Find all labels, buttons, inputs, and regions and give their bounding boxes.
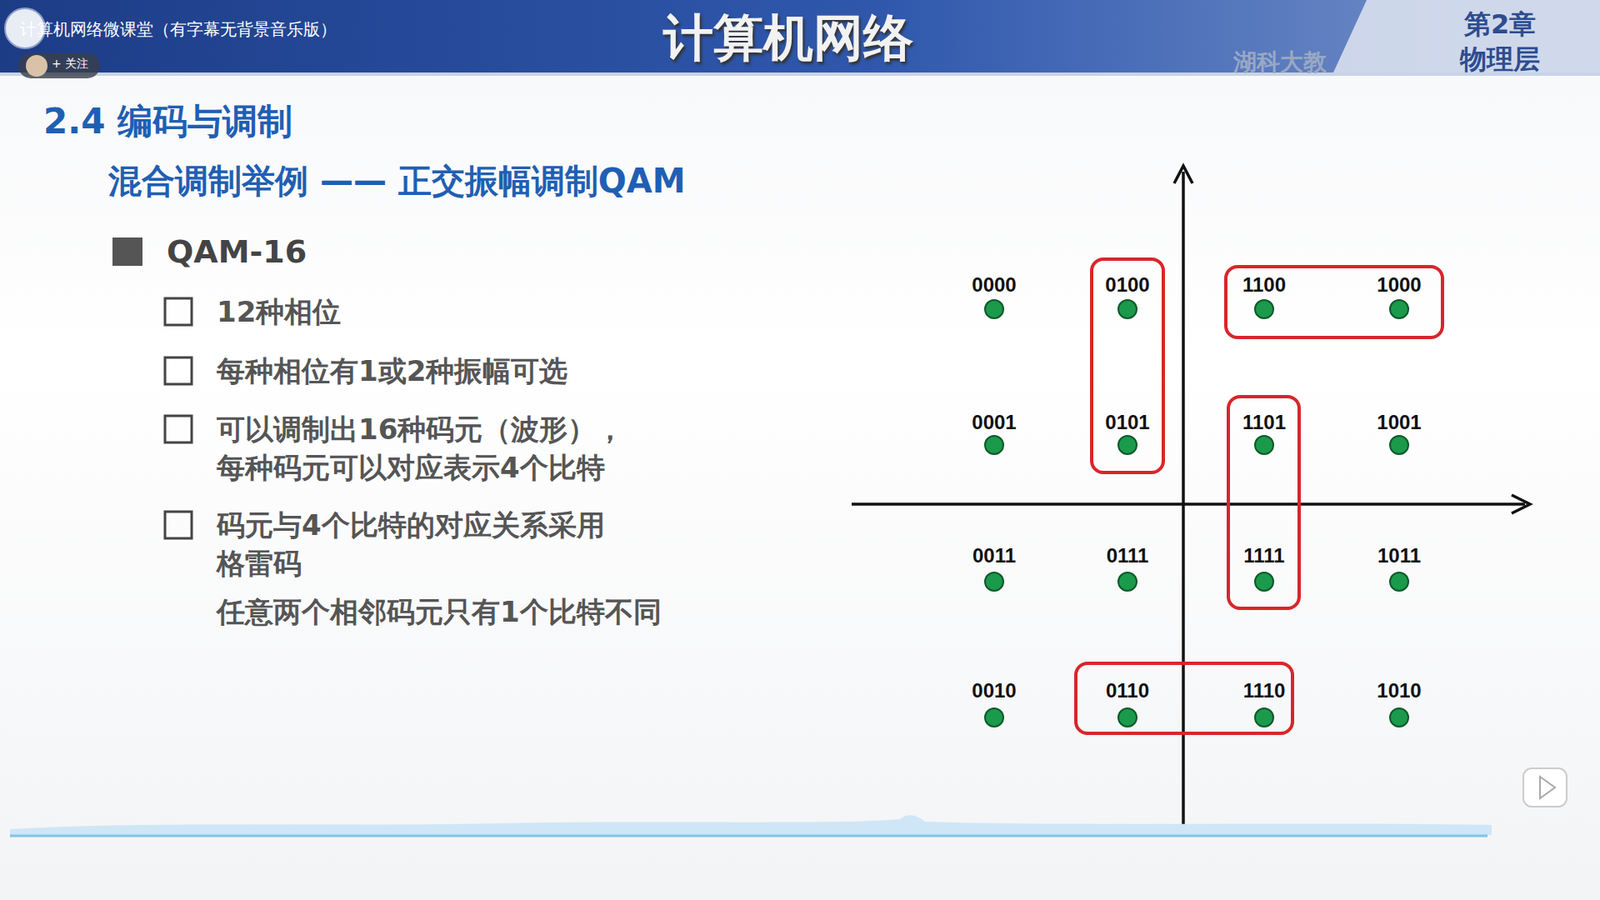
symbol-code: 0110 xyxy=(1105,679,1150,703)
video-title: 计算机网络微课堂（有字幕无背景音乐版） xyxy=(20,18,337,41)
symbol-code: 0001 xyxy=(971,410,1016,435)
symbol-code: 1100 xyxy=(1242,273,1286,297)
audio-waveform xyxy=(10,815,1492,835)
symbol-code: 0010 xyxy=(971,679,1016,703)
chapter-label: 物理层 xyxy=(1460,41,1540,79)
axis-arrow xyxy=(1511,495,1530,514)
group-box: 0110 1110 xyxy=(1074,661,1295,735)
symbol-code: 0100 xyxy=(1105,273,1150,297)
symbol-code: 1110 xyxy=(1243,679,1286,703)
progress-line xyxy=(10,835,1488,838)
bullet-item: 可以调制出16种码元（波形）， 每种码元可以对应表示4个比特 xyxy=(216,410,684,488)
group-box: 1100 1000 xyxy=(1224,265,1445,340)
group-box: 1101 1111 xyxy=(1226,395,1301,610)
slide-subtitle: 混合调制举例 —— 正交振幅调制QAM xyxy=(108,158,686,205)
checkbox xyxy=(165,298,192,325)
header-title: 计算机网络 xyxy=(663,5,914,73)
follow-label: + 关注 xyxy=(51,56,89,72)
symbol-code: 1111 xyxy=(1243,544,1285,568)
square-bullet xyxy=(112,237,143,266)
symbol-code: 1010 xyxy=(1376,679,1421,703)
symbol-code: 0011 xyxy=(972,544,1016,568)
follow-pill xyxy=(18,53,100,79)
play-icon xyxy=(1540,776,1555,799)
header-rule xyxy=(0,72,1600,76)
bullet-item: 码元与4个比特的对应关系采用 格雷码 xyxy=(216,506,684,584)
slide-heading: 2.4 编码与调制 xyxy=(43,98,293,145)
checkbox xyxy=(165,511,192,539)
checkbox xyxy=(165,415,192,443)
header-bar xyxy=(0,0,1600,73)
i-axis xyxy=(851,502,1525,506)
avatar xyxy=(25,55,48,77)
header-watermark: 湖科大教 xyxy=(1233,46,1327,79)
checkbox xyxy=(165,357,192,385)
group-box: 0100 0101 xyxy=(1090,257,1165,475)
bullet-item: 12种相位 xyxy=(216,293,341,332)
chapter-label: 第2章 xyxy=(1464,6,1536,44)
symbol-code: 1000 xyxy=(1376,273,1421,297)
symbol-code: 1101 xyxy=(1242,410,1286,435)
symbol-code: 0111 xyxy=(1106,544,1150,568)
symbol-code: 0000 xyxy=(971,273,1016,297)
symbol-code: 1011 xyxy=(1377,544,1421,568)
symbol-code: 0101 xyxy=(1105,410,1150,435)
bullet-item: 每种相位有1或2种振幅可选 xyxy=(216,352,568,391)
symbol-code: 1001 xyxy=(1376,410,1421,435)
axis-arrow xyxy=(1174,165,1193,184)
bullet-heading: QAM-16 xyxy=(166,233,307,270)
bullet-note: 任意两个相邻码元只有1个比特不同 xyxy=(216,593,662,632)
play-button xyxy=(1523,768,1567,807)
